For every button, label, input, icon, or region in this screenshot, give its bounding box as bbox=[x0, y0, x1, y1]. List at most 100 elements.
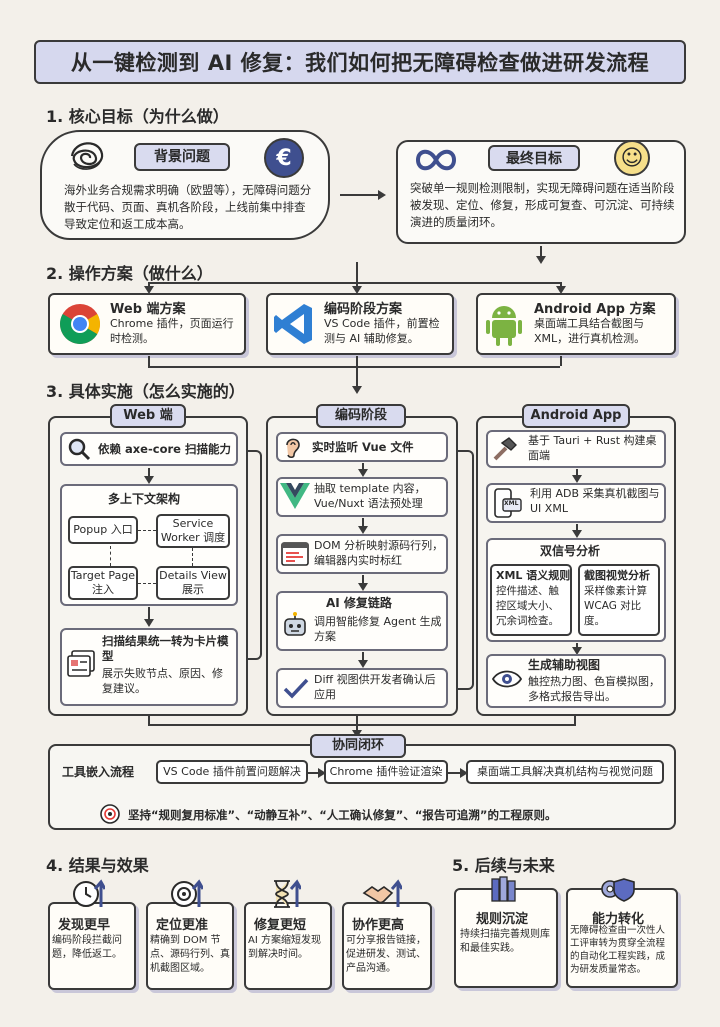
scribble-icon bbox=[64, 136, 110, 176]
screenshot-title: 截图视觉分析 bbox=[584, 569, 650, 582]
web-column-label: Web 端 bbox=[110, 404, 186, 428]
adb-text: 利用 ADB 采集真机截图与 UI XML bbox=[530, 487, 660, 515]
web-column-label-text: Web 端 bbox=[123, 408, 173, 423]
ear-icon bbox=[280, 434, 306, 460]
clock-icon bbox=[70, 876, 106, 912]
result-1-text: 编码阶段拦截问题，降低返工。 bbox=[52, 935, 122, 960]
smile-glyph: ☺ bbox=[620, 145, 644, 171]
result-card-1 bbox=[48, 902, 136, 990]
card-model-title: 扫描结果统一转为卡片模型 bbox=[102, 634, 229, 663]
sw-details-link bbox=[192, 548, 193, 566]
popup-chip-text: Popup 入口 bbox=[73, 523, 133, 536]
future-2-text: 无障碍检查由一次性人工评审转为贯穿全流程的自动化工程实践，成为研发质量常态。 bbox=[570, 925, 666, 975]
smile-icon: ☺ bbox=[614, 140, 650, 176]
coding-column-label-text: 编码阶段 bbox=[334, 408, 387, 423]
result-2-title: 定位更准 bbox=[156, 918, 209, 933]
extract-text: 抽取 template 内容，Vue/Nuxt 语法预处理 bbox=[314, 482, 426, 510]
diff-box bbox=[276, 668, 448, 708]
eye-icon bbox=[490, 664, 524, 694]
vue-icon bbox=[280, 482, 310, 510]
service-worker-text: Service Worker 调度 bbox=[160, 517, 226, 544]
service-worker-chip: Service Worker 调度 bbox=[156, 514, 230, 548]
section3-merge-line bbox=[148, 716, 576, 726]
page-title-text: 从一键检测到 AI 修复：我们如何把无障碍检查做进研发流程 bbox=[70, 51, 650, 75]
magnifier-icon bbox=[66, 436, 92, 462]
future-card-2 bbox=[566, 888, 678, 988]
future-1-text: 持续扫描完善规则库和最佳实践。 bbox=[460, 929, 550, 954]
android-icon bbox=[484, 300, 524, 348]
axe-text: 依赖 axe-core 扫描能力 bbox=[98, 442, 231, 456]
future-card-1 bbox=[454, 888, 558, 988]
result-3-title: 修复更短 bbox=[254, 918, 307, 933]
branch-android-arrow bbox=[556, 282, 566, 294]
assist-view-text: 触控热力图、色盲模拟图，多格式报告导出。 bbox=[528, 675, 660, 703]
android-arrow-1 bbox=[572, 469, 582, 483]
coding-arrow-2 bbox=[358, 518, 368, 534]
assist-view-title: 生成辅助视图 bbox=[528, 658, 601, 672]
flow-label: 工具嵌入流程 bbox=[62, 765, 135, 779]
background-label-text: 背景问题 bbox=[154, 149, 210, 165]
branch-coding-arrow bbox=[352, 262, 362, 294]
gear-shield-icon bbox=[596, 874, 640, 904]
step2-text: Chrome 插件验证渲染 bbox=[329, 765, 443, 778]
result-4-title: 协作更高 bbox=[352, 918, 405, 933]
ai-chain-text: 调用智能修复 Agent 生成方案 bbox=[314, 615, 442, 643]
page-title: 从一键检测到 AI 修复：我们如何把无障碍检查做进研发流程 bbox=[34, 40, 686, 84]
result-1-title: 发现更早 bbox=[58, 918, 111, 933]
bullseye-icon bbox=[168, 876, 204, 912]
coding-arrow-3 bbox=[358, 575, 368, 591]
xml-rule-text: 控件描述、触控区域大小、冗余词检查。 bbox=[496, 585, 559, 627]
multi-context-title: 多上下文架构 bbox=[108, 492, 181, 506]
step3-chip: 桌面端工具解决真机结构与视觉问题 bbox=[466, 760, 664, 784]
merge-web-line bbox=[148, 356, 150, 366]
loop-icon bbox=[412, 142, 460, 178]
target-icon bbox=[98, 802, 122, 826]
handshake-icon bbox=[362, 876, 402, 912]
details-view-text: Details View 展示 bbox=[159, 569, 227, 596]
merge-down-arrow bbox=[352, 356, 362, 394]
goal-label-text: 最终目标 bbox=[506, 151, 562, 167]
axe-box bbox=[60, 432, 238, 466]
coding-arrow-4 bbox=[358, 652, 368, 668]
principle-text: 坚持“规则复用标准”、“动静互补”、“人工确认修复”、“报告可追溯”的工程原则。 bbox=[128, 808, 557, 822]
coding-arrow-1 bbox=[358, 463, 368, 477]
coding-column-label: 编码阶段 bbox=[316, 404, 406, 428]
android-plan-text: 桌面端工具结合截图与 XML，进行真机检测。 bbox=[534, 317, 646, 345]
hammer-icon bbox=[490, 434, 520, 464]
xml-badge: XML bbox=[504, 500, 519, 507]
background-label: 背景问题 bbox=[134, 143, 230, 171]
screenshot-chip bbox=[578, 564, 660, 636]
result-card-4 bbox=[342, 902, 432, 990]
dom-text: DOM 分析映射源码行列，编辑器内实时标红 bbox=[314, 539, 444, 567]
screenshot-text: 采样像素计算 WCAG 对比度。 bbox=[584, 585, 647, 627]
web-to-coding-link bbox=[248, 450, 262, 660]
future-2-title: 能力转化 bbox=[592, 912, 645, 927]
future-1-title: 规则沉淀 bbox=[476, 912, 529, 927]
result-4-text: 可分享报告链接，促进研发、测试、产品沟通。 bbox=[346, 935, 426, 974]
android-plan-title: Android App 方案 bbox=[534, 302, 656, 317]
goal-label: 最终目标 bbox=[488, 145, 580, 171]
vscode-icon bbox=[272, 300, 316, 348]
popup-chip: Popup 入口 bbox=[68, 516, 138, 544]
result-3-text: AI 方案缩短发现到解决时间。 bbox=[248, 935, 321, 960]
robot-icon bbox=[280, 610, 310, 640]
chrome-icon bbox=[58, 302, 102, 346]
bg-to-goal-arrow bbox=[340, 190, 386, 200]
euro-icon: € bbox=[264, 138, 304, 178]
step2-chip: Chrome 插件验证渲染 bbox=[324, 760, 448, 784]
tauri-box bbox=[486, 430, 666, 468]
hourglass-icon bbox=[266, 876, 302, 912]
popup-sw-link bbox=[138, 530, 156, 531]
euro-glyph: € bbox=[276, 145, 292, 171]
web-arrow-1 bbox=[144, 468, 154, 484]
dual-signal-title: 双信号分析 bbox=[540, 544, 601, 558]
android-arrow-3 bbox=[572, 643, 582, 655]
diff-text: Diff 视图供开发者确认后应用 bbox=[314, 673, 436, 701]
step1-text: VS Code 插件前置问题解决 bbox=[163, 765, 301, 778]
books-icon bbox=[488, 874, 524, 904]
section5-heading: 5. 后续与未来 bbox=[452, 856, 555, 875]
step3-text: 桌面端工具解决真机结构与视觉问题 bbox=[477, 765, 653, 778]
web-arrow-2 bbox=[144, 607, 154, 627]
ai-chain-title: AI 修复链路 bbox=[326, 596, 392, 610]
android-column-label: Android App bbox=[522, 404, 630, 428]
